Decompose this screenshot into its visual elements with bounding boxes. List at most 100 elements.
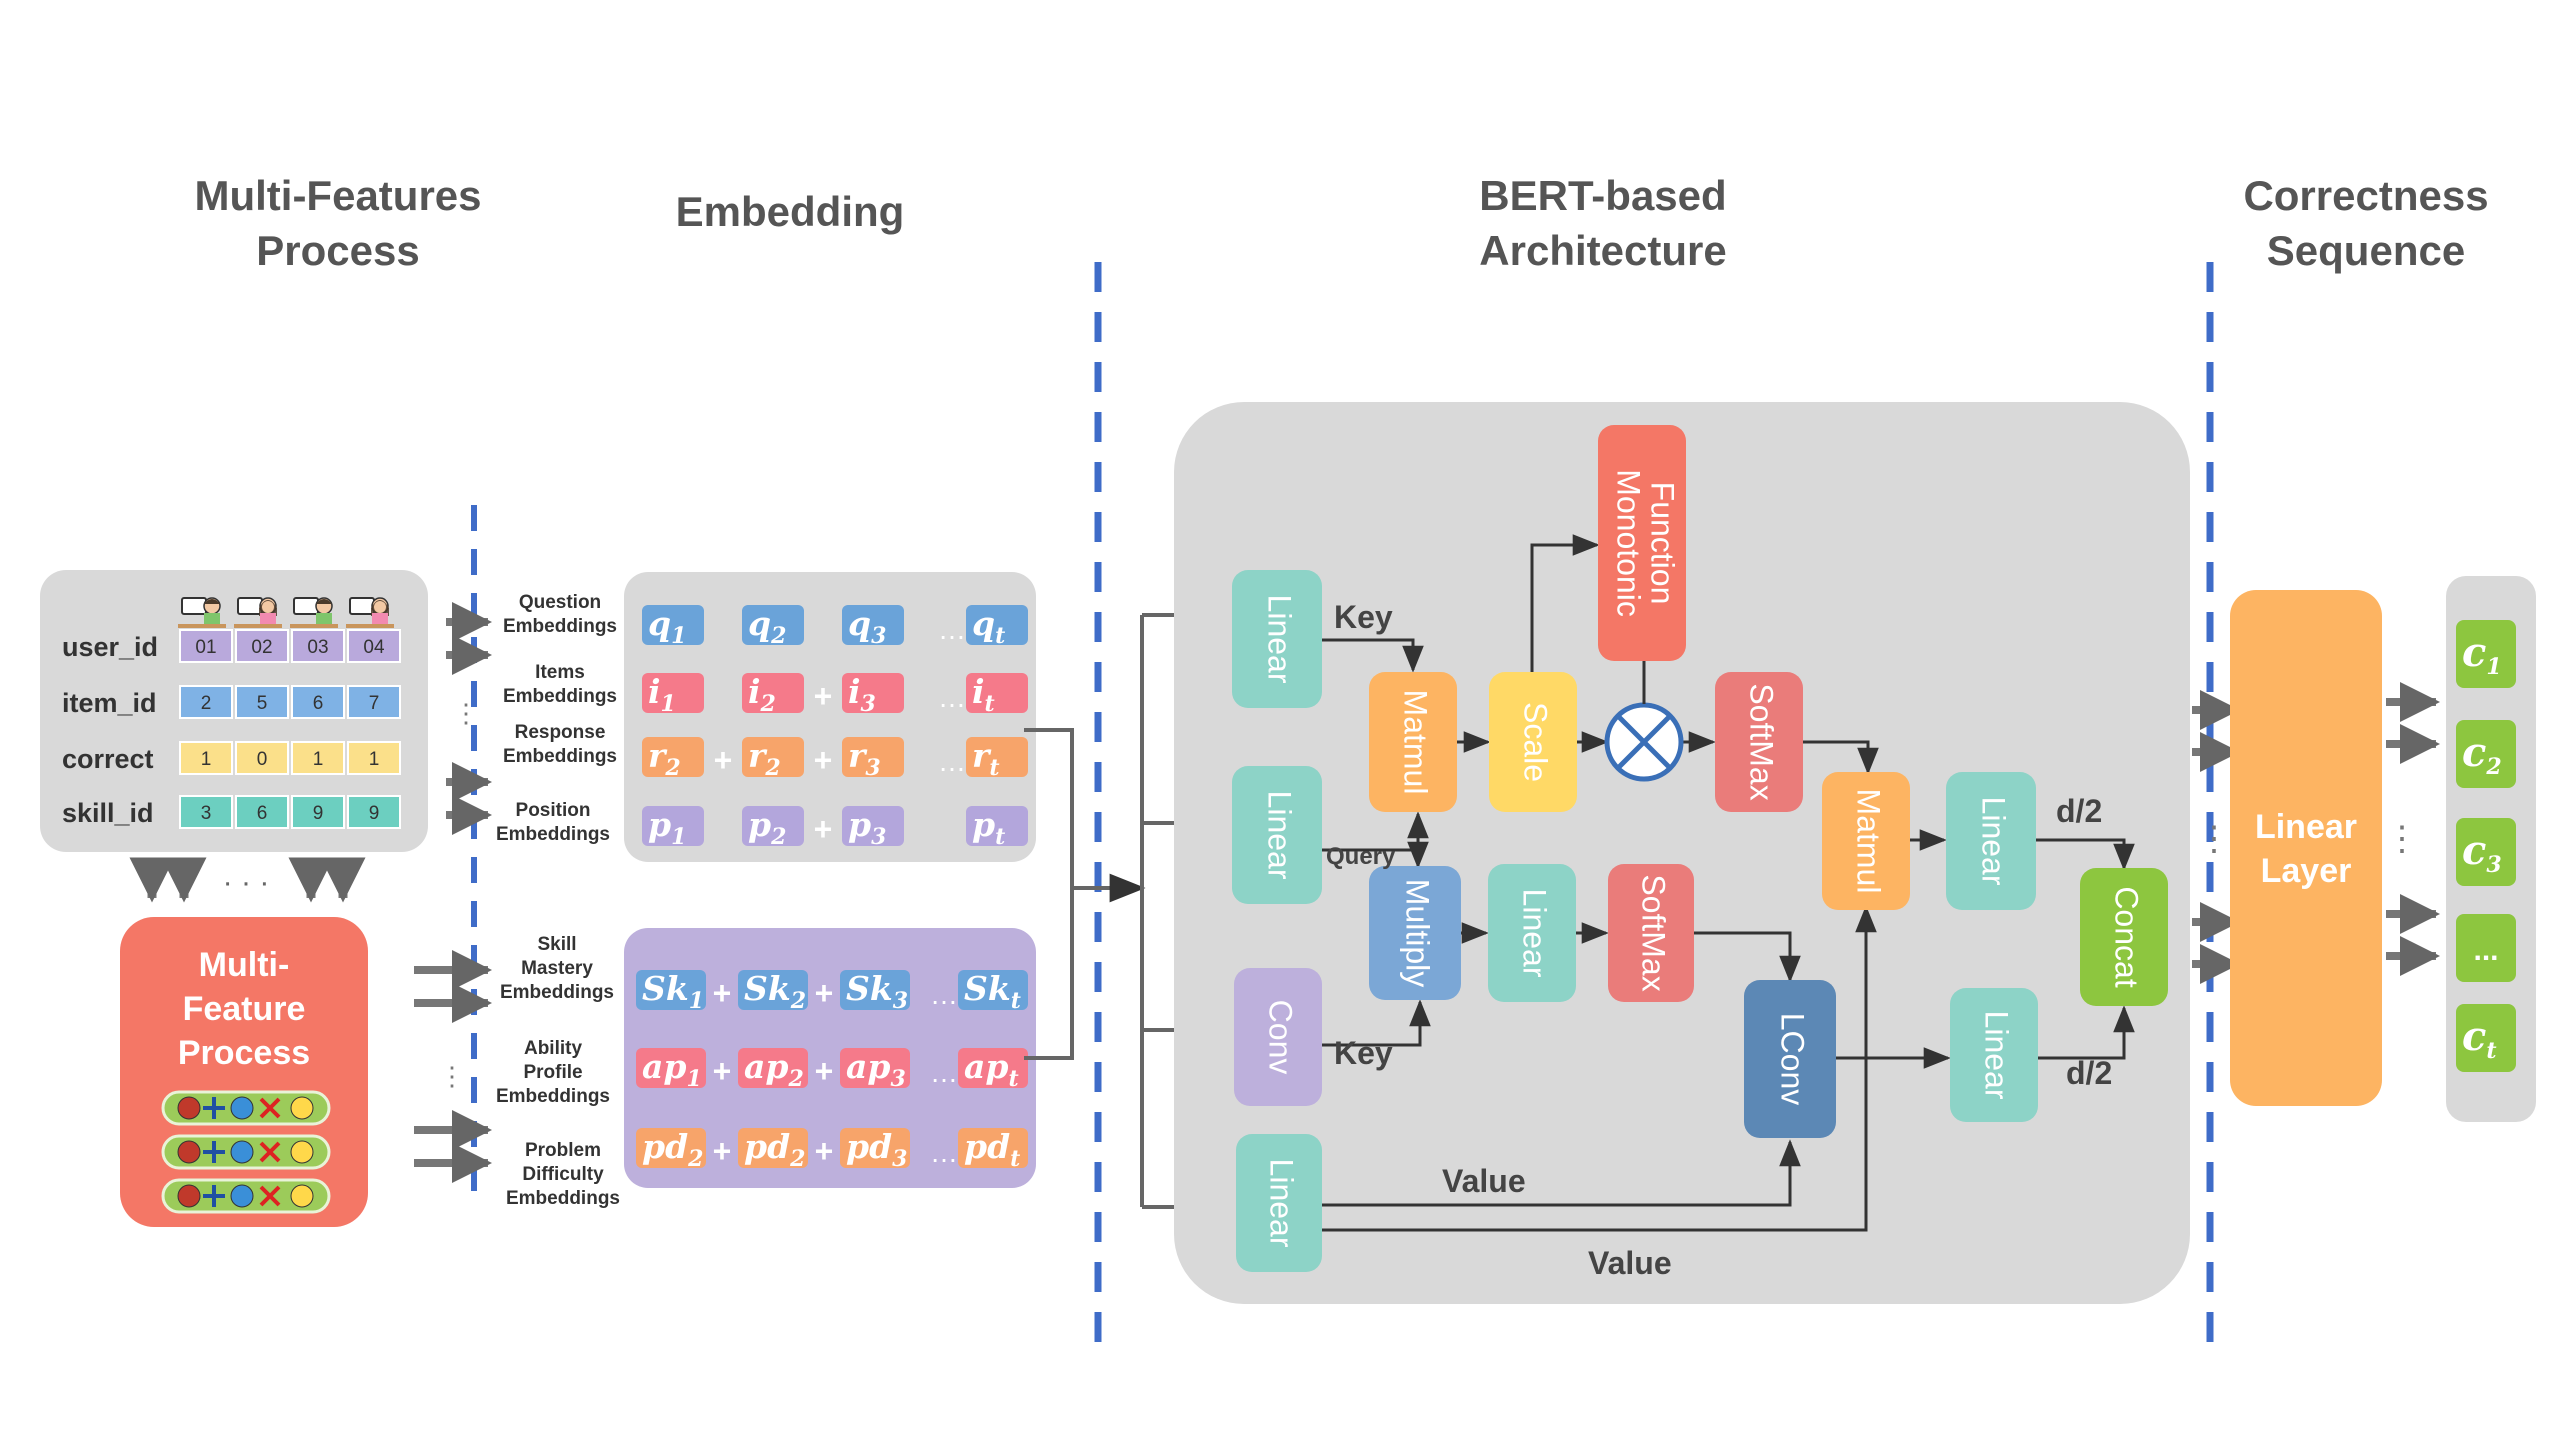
embedding-label-line: Question xyxy=(519,592,601,613)
embedding-token-label: Sk2 xyxy=(744,969,806,1014)
table-cell xyxy=(179,795,233,829)
matmul-block-2 xyxy=(1822,772,1910,910)
embedding-token-label: r2 xyxy=(648,736,681,781)
embedding-label-line: Embeddings xyxy=(496,1086,610,1107)
embedding-token xyxy=(642,806,704,846)
plus-sign: + xyxy=(814,742,833,778)
embedding-token xyxy=(636,1048,706,1088)
ellipsis: … xyxy=(930,1137,958,1168)
plus-sign: + xyxy=(713,1133,732,1169)
linear-block-multiply xyxy=(1488,864,1576,1002)
embedding-token-label: pd3 xyxy=(846,1127,907,1172)
plus-sign: + xyxy=(815,975,834,1011)
table-cell-value: 1 xyxy=(369,749,380,770)
table-cell-value: 1 xyxy=(201,749,212,770)
table-cell-value: 02 xyxy=(251,637,272,658)
feature-name: correct xyxy=(62,744,154,774)
table-cell xyxy=(235,685,289,719)
softmax-block-upper xyxy=(1715,672,1803,812)
feature-name: item_id xyxy=(62,688,157,718)
embedding-label-line: Embeddings xyxy=(496,824,610,845)
plus-sign: + xyxy=(815,1053,834,1089)
student-icon xyxy=(346,597,394,628)
ellipsis: … xyxy=(938,614,966,645)
table-cell xyxy=(291,629,345,663)
vertical-dots: ⋮ xyxy=(439,1061,465,1091)
feature-name: user_id xyxy=(62,632,158,662)
table-cell xyxy=(179,685,233,719)
embedding-label-line: Items xyxy=(535,662,585,683)
embedding-label-line: Problem xyxy=(525,1140,601,1161)
conv-block xyxy=(1234,968,1322,1106)
embedding-token xyxy=(742,673,804,713)
embedding-panel-lower xyxy=(624,928,1036,1188)
section-title-embedding: Embedding xyxy=(676,188,905,235)
embedding-token-label: i2 xyxy=(748,672,776,717)
multiply-block xyxy=(1369,866,1461,1000)
linear-block-label: Linear xyxy=(1264,1159,1300,1248)
plus-icon xyxy=(203,1097,225,1119)
section-title-multi-features: Multi-Features Process xyxy=(194,172,481,274)
linear-block-label: Linear xyxy=(1979,1011,2015,1100)
lconv-block-label: LConv xyxy=(1775,1013,1811,1106)
embedding-label-line: Response xyxy=(515,722,606,743)
embedding-label-line: Ability xyxy=(524,1038,582,1059)
scale-block-label: Scale xyxy=(1518,702,1554,782)
correctness-token-label: c3 xyxy=(2462,827,2502,878)
mfp-label-line: Multi- xyxy=(199,946,290,984)
output-arrows: ⋮ xyxy=(2385,682,2440,976)
correctness-token xyxy=(2456,914,2516,982)
linear-layer-label-line: Layer xyxy=(2261,852,2352,890)
embedding-token xyxy=(966,605,1028,645)
linear-block-upper-right xyxy=(1946,772,2036,910)
embedding-token-label: pdt xyxy=(964,1127,1020,1172)
plus-sign: + xyxy=(814,811,833,847)
embedding-token xyxy=(840,1128,910,1168)
linear-layer-label-line: Linear xyxy=(2255,808,2357,846)
plus-sign: + xyxy=(714,742,733,778)
input-arrows-lower: ⋮ xyxy=(414,950,492,1183)
embedding-label-line: Embeddings xyxy=(503,746,617,767)
embedding-token xyxy=(642,673,704,713)
embedding-token-label: Skt xyxy=(964,969,1021,1014)
plus-sign: + xyxy=(814,678,833,714)
embedding-token-label: qt xyxy=(972,604,1005,649)
linear-layer-input-arrows: ⋮ xyxy=(2192,690,2240,984)
plus-sign: + xyxy=(713,975,732,1011)
linear-block-value xyxy=(1236,1134,1322,1272)
monotonic-label-line: Function xyxy=(1645,482,1681,605)
red-circle-icon xyxy=(177,1184,201,1208)
section-title-line: Correctness xyxy=(2243,172,2488,219)
input-arrows-upper: ⋮ xyxy=(446,602,492,835)
embedding-panel-upper xyxy=(624,572,1036,862)
table-cell xyxy=(235,741,289,775)
cross-icon xyxy=(259,1185,281,1207)
embedding-token-label: ap1 xyxy=(642,1047,702,1092)
table-cell xyxy=(347,741,401,775)
embedding-token-label: r2 xyxy=(748,736,781,781)
student-icon xyxy=(234,597,282,628)
section-title-line: Multi-Features xyxy=(194,172,481,219)
section-title-bert: BERT-based Architecture xyxy=(1479,172,1726,274)
linear-block-query xyxy=(1232,766,1322,904)
correctness-ellipsis: ... xyxy=(2473,934,2498,967)
edge-label-key: Key xyxy=(1334,599,1393,635)
linear-block-label: Linear xyxy=(1517,889,1553,978)
table-cell xyxy=(347,629,401,663)
table-cell-value: 04 xyxy=(363,637,385,658)
table-cell xyxy=(235,795,289,829)
linear-block-lower-right xyxy=(1950,988,2038,1122)
table-cell-value: 6 xyxy=(257,803,268,824)
matmul-block-label: Matmul xyxy=(1398,690,1434,795)
embedding-token-label: ap2 xyxy=(744,1047,804,1092)
embedding-token-label: ap3 xyxy=(846,1047,906,1092)
table-cell xyxy=(179,741,233,775)
embedding-token xyxy=(966,673,1028,713)
edge-label-d-half: d/2 xyxy=(2056,793,2102,829)
embedding-label-line: Profile xyxy=(523,1062,582,1083)
embedding-token xyxy=(742,806,804,846)
vertical-dots: ⋮ xyxy=(2197,820,2231,858)
embedding-label-line: Position xyxy=(516,800,591,821)
